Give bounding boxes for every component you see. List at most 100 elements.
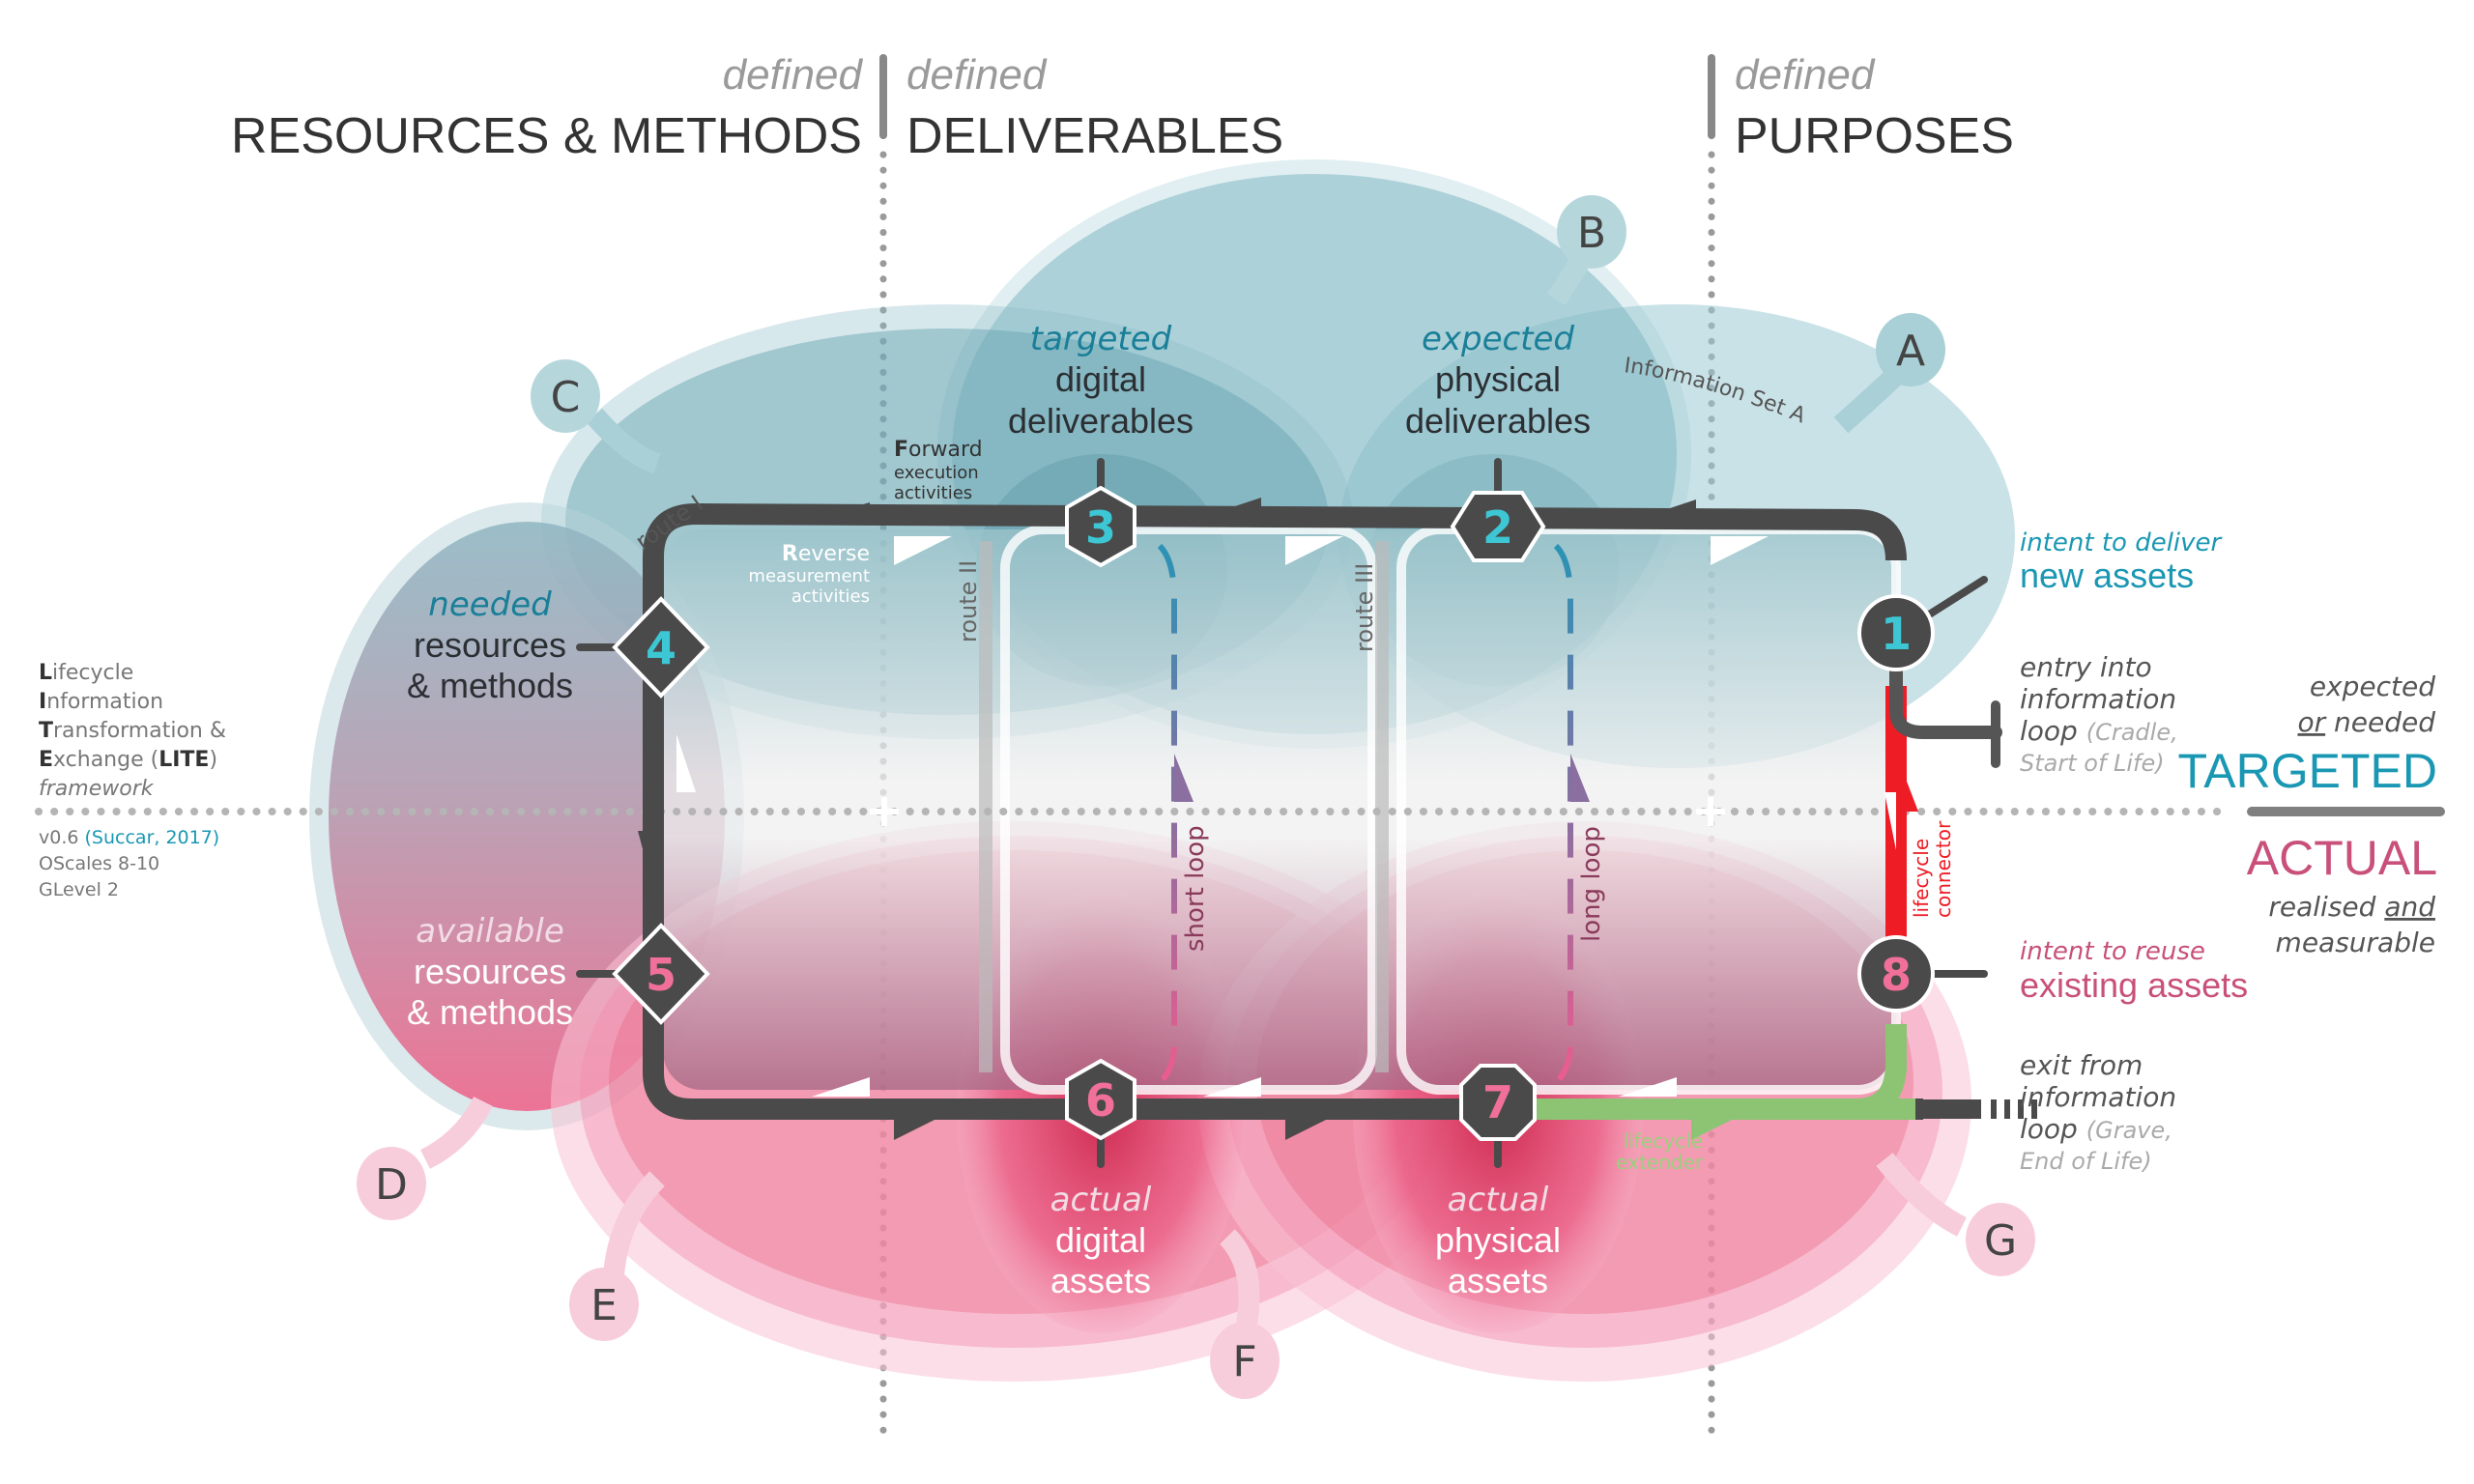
bubble-g: G: [1876, 1153, 2035, 1276]
svg-text:connector: connector: [1932, 820, 1955, 918]
svg-text:6: 6: [1085, 1074, 1116, 1127]
svg-text:DELIVERABLES: DELIVERABLES: [906, 108, 1283, 164]
node-5[interactable]: 5: [612, 923, 710, 1025]
label-existing-assets: intent to reuse existing assets: [2020, 937, 2248, 1005]
svg-text:Lifecycle: Lifecycle: [39, 661, 133, 685]
svg-text:extender: extender: [1616, 1151, 1704, 1174]
node-6[interactable]: 6: [1065, 1058, 1136, 1141]
node-1[interactable]: 1: [1857, 594, 1935, 671]
svg-text:A: A: [1896, 327, 1925, 376]
svg-text:F: F: [1232, 1337, 1256, 1386]
svg-text:physical: physical: [1435, 1220, 1561, 1260]
lifecycle-extender-label: lifecycle extender: [1616, 1129, 1704, 1174]
svg-text:expected: expected: [2310, 671, 2435, 702]
bubble-b: B: [1546, 195, 1626, 306]
svg-text:execution: execution: [894, 463, 979, 483]
svg-text:& methods: & methods: [407, 992, 573, 1032]
svg-text:measurement: measurement: [748, 566, 870, 586]
svg-text:available: available: [416, 912, 563, 951]
node-3[interactable]: 3: [1065, 485, 1136, 568]
main-track: [638, 498, 2039, 1140]
long-loop-label: long loop: [1577, 826, 1606, 942]
bubble-c: C: [531, 359, 661, 474]
label-entry-into-loop: entry into information loop (Cradle, Sta…: [2020, 651, 2178, 777]
header-deliverables: defined DELIVERABLES: [906, 51, 1283, 164]
svg-text:defined: defined: [723, 51, 864, 99]
svg-text:resources: resources: [414, 625, 566, 665]
svg-text:deliverables: deliverables: [1405, 401, 1591, 441]
label-needed-resources: needed resources & methods: [407, 585, 573, 705]
svg-text:information: information: [2020, 683, 2176, 715]
svg-text:GLevel 2: GLevel 2: [39, 879, 119, 900]
svg-text:ACTUAL: ACTUAL: [2247, 831, 2437, 885]
node-8[interactable]: 8: [1857, 935, 1935, 1013]
svg-text:PURPOSES: PURPOSES: [1735, 108, 2014, 164]
header-resources-methods: defined RESOURCES & METHODS: [231, 51, 864, 164]
svg-text:8: 8: [1881, 949, 1912, 1001]
svg-text:lifecycle: lifecycle: [1624, 1129, 1703, 1153]
svg-text:activities: activities: [791, 586, 870, 607]
svg-text:intent to deliver: intent to deliver: [2020, 528, 2224, 557]
svg-text:digital: digital: [1055, 1220, 1146, 1260]
entry-branch: [1889, 660, 2002, 768]
svg-text:loop (Cradle,: loop (Cradle,: [2020, 715, 2178, 747]
framework-legend: Lifecycle Information Transformation & E…: [39, 661, 226, 900]
svg-text:lifecycle: lifecycle: [1910, 839, 1933, 918]
short-loop: [1153, 543, 1194, 1090]
svg-text:activities: activities: [894, 483, 972, 503]
svg-text:intent to reuse: intent to reuse: [2020, 937, 2205, 966]
label-reverse-measurement: Reverse measurement activities: [748, 542, 870, 607]
svg-text:expected: expected: [1422, 320, 1574, 358]
bubble-d: D: [357, 1096, 493, 1220]
svg-text:digital: digital: [1055, 359, 1146, 399]
long-loop: [1549, 543, 1590, 1090]
svg-text:or needed: or needed: [2297, 706, 2435, 738]
svg-text:RESOURCES & METHODS: RESOURCES & METHODS: [231, 108, 862, 164]
svg-text:framework: framework: [39, 777, 155, 801]
label-exit-from-loop: exit from information loop (Grave, End o…: [2020, 1049, 2176, 1175]
svg-text:targeted: targeted: [1030, 320, 1172, 358]
short-loop-label: short loop: [1181, 825, 1210, 952]
route-2-label: route II: [955, 560, 982, 642]
svg-text:D: D: [375, 1160, 408, 1210]
svg-text:defined: defined: [1735, 51, 1876, 99]
svg-text:Information: Information: [39, 690, 163, 714]
svg-text:actual: actual: [1448, 1181, 1549, 1219]
header-purposes: defined PURPOSES: [1735, 51, 2014, 164]
svg-text:Exchange (LITE): Exchange (LITE): [39, 748, 217, 772]
svg-text:existing assets: existing assets: [2020, 965, 2248, 1005]
label-expected-physical-deliverables: expected physical deliverables: [1405, 320, 1591, 441]
node-4[interactable]: 4: [612, 596, 710, 699]
svg-text:deliverables: deliverables: [1008, 401, 1194, 441]
svg-text:measurable: measurable: [2276, 927, 2435, 958]
svg-text:new assets: new assets: [2020, 556, 2194, 595]
route-3-label: route III: [1351, 563, 1378, 652]
targeted-actual-divider: [35, 797, 2445, 826]
svg-text:Transformation &: Transformation &: [39, 719, 226, 743]
node-7[interactable]: 7: [1459, 1064, 1537, 1141]
svg-text:TARGETED: TARGETED: [2177, 744, 2437, 798]
svg-text:Start of Life): Start of Life): [2020, 750, 2165, 777]
label-available-resources: available resources & methods: [407, 912, 573, 1032]
svg-text:Reverse: Reverse: [782, 542, 870, 566]
svg-text:C: C: [551, 373, 581, 422]
svg-text:v0.6 (Succar, 2017): v0.6 (Succar, 2017): [39, 827, 219, 848]
svg-text:loop (Grave,: loop (Grave,: [2020, 1113, 2172, 1145]
bubble-e: E: [569, 1171, 665, 1341]
svg-text:OScales 8-10: OScales 8-10: [39, 853, 159, 874]
inner-loop-area: [663, 525, 1901, 1095]
svg-text:assets: assets: [1050, 1261, 1151, 1300]
svg-text:physical: physical: [1435, 359, 1561, 399]
svg-text:information: information: [2020, 1081, 2176, 1113]
svg-text:5: 5: [646, 949, 676, 1001]
node-2[interactable]: 2: [1450, 491, 1546, 562]
svg-text:defined: defined: [906, 51, 1048, 99]
svg-text:actual: actual: [1050, 1181, 1152, 1219]
svg-text:resources: resources: [414, 952, 566, 991]
svg-text:3: 3: [1085, 501, 1116, 554]
svg-text:Forward: Forward: [894, 438, 983, 462]
svg-text:entry into: entry into: [2020, 651, 2152, 683]
targeted-legend: expected or needed TARGETED: [2177, 671, 2437, 798]
bubble-a: A: [1833, 313, 1945, 434]
